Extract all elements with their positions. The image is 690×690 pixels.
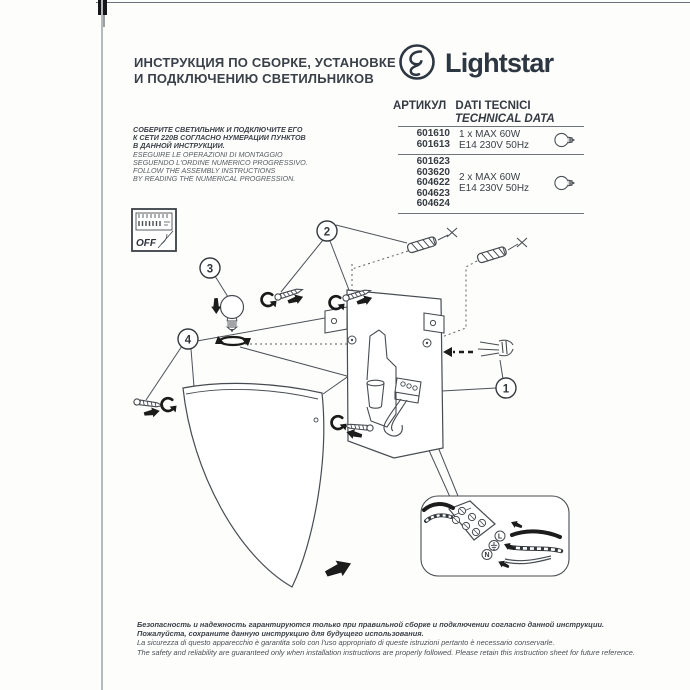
down-arrow-icon <box>211 298 222 314</box>
screw-icon <box>132 397 164 410</box>
svg-text:2: 2 <box>324 226 330 238</box>
neutral-wire <box>504 555 552 565</box>
power-off-box: OFF <box>131 208 177 252</box>
svg-text:4: 4 <box>185 334 192 346</box>
assembly-note: СОБЕРИТЕ СВЕТИЛЬНИК И ПОДКЛЮЧИТЕ ЕГО К С… <box>133 125 308 184</box>
bulb-rotation-arrow <box>215 335 251 347</box>
insert-direction-arrow <box>443 347 473 357</box>
tech-data-header: АРТИКУЛ DATI TECNICI TECHNICAL DATA <box>393 100 588 125</box>
step-circle-2: 2 <box>316 220 338 242</box>
step-circle-1: 1 <box>495 377 517 399</box>
page-title-line2: И ПОДКЛЮЧЕНИЮ СВЕТИЛЬНИКОВ <box>134 71 374 86</box>
terminal-block <box>448 500 496 541</box>
brand-logo: Lightstar <box>396 42 554 84</box>
bulb-icon <box>549 129 584 151</box>
earth-wire-stripes <box>425 514 452 522</box>
socket-wires <box>383 398 408 437</box>
earth-icon <box>490 542 498 550</box>
lamp-spec: 1 x MAX 60W E14 230V 50Hz <box>459 129 530 151</box>
wall-anchor-icon <box>406 227 458 254</box>
svg-text:1: 1 <box>503 383 510 395</box>
svg-text:3: 3 <box>207 263 213 275</box>
live-wire <box>510 529 562 539</box>
bulb-icon <box>549 157 584 210</box>
wall-anchor-icon <box>476 237 528 264</box>
mains-wire <box>477 339 514 357</box>
brand-name: Lightstar <box>445 47 554 78</box>
step-circle-4: 4 <box>177 328 199 350</box>
fuse-panel-off-icon: OFF <box>131 208 177 252</box>
rotation-arrow-icon <box>260 291 278 309</box>
bulb-icon <box>219 294 245 332</box>
col-dati-tecnici: DATI TECNICI <box>455 100 531 112</box>
off-label: OFF <box>136 238 157 249</box>
live-wire <box>422 502 455 512</box>
neutral-label: N <box>484 552 489 559</box>
lightstar-bulb-logo-icon <box>399 44 435 80</box>
col-artikul: АРТИКУЛ <box>393 100 447 112</box>
lamp-spec: 2 x MAX 60W E14 230V 50Hz <box>459 172 530 195</box>
rotation-arrow-icon <box>160 396 178 414</box>
mounting-plate <box>324 289 445 459</box>
article-numbers: 601623 603620 604622 604623 604624 <box>416 156 450 209</box>
tech-data-table: 601610 601613 1 x MAX 60W E14 230V 50Hz … <box>398 126 584 214</box>
table-row: 601623 603620 604622 604623 604624 2 x M… <box>398 154 584 213</box>
rotation-arrow-icon <box>330 414 348 432</box>
big-direction-arrow-icon <box>322 555 355 582</box>
scan-gray-mark <box>101 15 105 27</box>
scan-top-edge <box>96 2 690 3</box>
page-title: ИНСТРУКЦИЯ ПО СБОРКЕ, УСТАНОВКЕ И ПОДКЛЮ… <box>134 55 396 87</box>
col-technical-data: TECHNICAL DATA <box>455 113 555 125</box>
scan-page-edge <box>101 0 103 690</box>
terminal-labels: L N <box>481 530 506 560</box>
rotation-arrow-icon <box>328 294 346 312</box>
page-title-line1: ИНСТРУКЦИЯ ПО СБОРКЕ, УСТАНОВКЕ <box>134 55 396 70</box>
step-circle-3: 3 <box>199 257 221 279</box>
live-label: L <box>498 534 503 541</box>
safety-footer: Безопасность и надежность гарантируются … <box>137 620 635 657</box>
wiring-detail-bubble: L N <box>420 495 570 577</box>
glass-shade <box>182 382 325 588</box>
direction-arrow-icon <box>143 406 161 419</box>
article-numbers: 601610 601613 <box>416 128 450 150</box>
terminal-block <box>394 377 422 404</box>
table-row: 601610 601613 1 x MAX 60W E14 230V 50Hz <box>398 126 584 154</box>
